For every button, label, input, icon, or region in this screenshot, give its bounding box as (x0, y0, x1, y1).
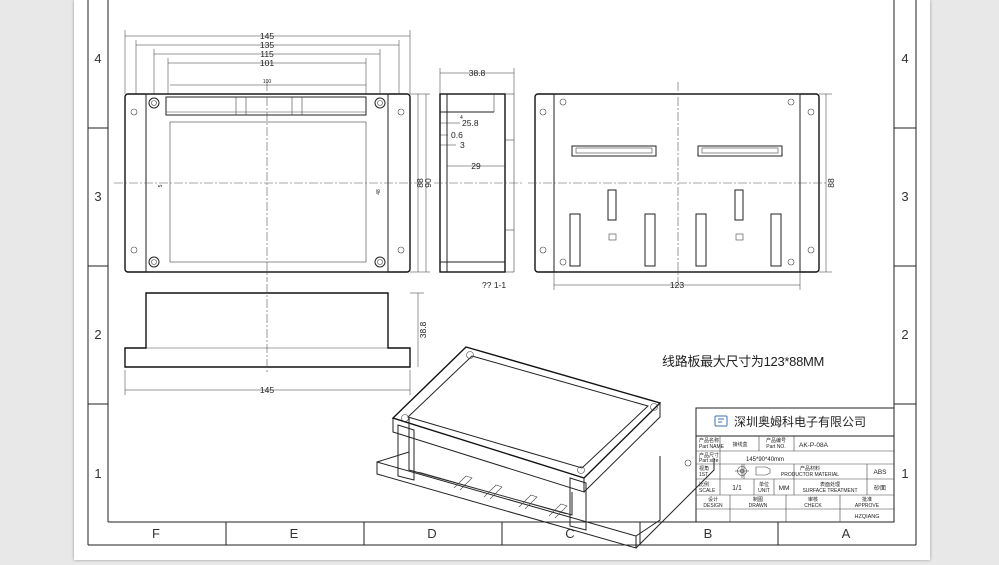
projection-symbol-icon (735, 464, 771, 478)
zone-col-label: E (290, 526, 299, 541)
zone-row-label: 1 (94, 466, 101, 481)
dimension-label: 145 (260, 31, 274, 41)
zone-row-label: 3 (94, 189, 101, 204)
drawing-sheet: 4 3 2 1 4 3 2 1 F E D C B A (74, 0, 930, 560)
drawn-label-en: DRAWN (749, 503, 768, 509)
surface-value: 砂面 (874, 484, 886, 492)
section-label: ?? 1-1 (482, 280, 506, 290)
dimension-label: 29 (471, 161, 481, 171)
zone-col-label: A (842, 526, 851, 541)
approve-label: 批准 (862, 496, 872, 503)
part-no-label: 产品编号 (766, 437, 786, 444)
dimension-label: 88 (415, 178, 425, 188)
dimension-label: 38.8 (418, 321, 428, 338)
part-name-label-en: Part NAME (699, 444, 725, 450)
unit-label-en: UNIT (758, 488, 770, 494)
part-size-label: 产品尺寸 (699, 452, 719, 459)
angle-label: 视角 (699, 465, 709, 472)
dimension-label: 0.6 (451, 130, 463, 140)
zone-row-label: 4 (94, 51, 101, 66)
dimension-label: 90 (423, 178, 433, 188)
dimension-label: 115 (260, 49, 274, 59)
check-label: 审核 (808, 496, 818, 503)
zone-row-label: 4 (901, 51, 908, 66)
bottom-view: 145 38.8 (124, 284, 428, 395)
scale-label: 比例 (699, 481, 709, 488)
back-view: 88 123 (528, 82, 836, 290)
dimension-label: 145 (260, 385, 274, 395)
zone-col-label: F (152, 526, 160, 541)
dimension-label: 25.8 (462, 118, 479, 128)
part-no-label-en: Part NO. (766, 444, 785, 450)
design-label: 设计 (708, 496, 718, 503)
side-view: 38.8 25.8 4 0.6 3 29 ?? 1-1 (434, 68, 524, 290)
zone-row-label: 2 (901, 327, 908, 342)
approve-label-en: APPROVE (855, 503, 880, 509)
scale-value: 1/1 (732, 485, 742, 492)
dimension-label: 88 (826, 178, 836, 188)
zone-col-label: D (427, 526, 436, 541)
part-no-value: AK-P-08A (799, 442, 829, 449)
design-label-en: DESIGN (703, 503, 723, 509)
zone-labels: 4 3 2 1 4 3 2 1 F E D C B A (94, 51, 908, 541)
isometric-view (376, 346, 715, 549)
dimension-label: 38.8 (469, 68, 486, 78)
zone-col-label: B (704, 526, 713, 541)
front-view: 145 135 115 101 100 88 90 48 5 (114, 30, 433, 282)
material-label: 产品材料 (800, 465, 820, 472)
company-name: 深圳奥姆科电子有限公司 (734, 415, 866, 429)
surface-label-en: SURFACE TREATMENT (802, 488, 857, 494)
drawn-label: 制图 (753, 496, 763, 503)
title-block: 深圳奥姆科电子有限公司 产品名称 Part NAME 接线盒 产品编号 Part… (695, 407, 895, 523)
unit-label: 单位 (759, 481, 769, 488)
dimension-label: 101 (260, 58, 274, 68)
dimension-label: 135 (260, 40, 274, 50)
zone-row-label: 3 (901, 189, 908, 204)
material-value: ABS (873, 469, 887, 476)
approver-name: HZQIANG (854, 514, 879, 520)
part-size-label-en: Part size (699, 458, 719, 464)
dimension-label: 48 (376, 189, 382, 195)
dimension-label: 3 (460, 140, 465, 150)
drawing-frame (87, 0, 917, 546)
part-size-value: 145*90*40mm (746, 457, 784, 463)
part-name-label: 产品名称 (699, 437, 719, 444)
scale-label-en: SCALE (699, 488, 716, 494)
zone-row-label: 1 (901, 466, 908, 481)
dimension-label: 100 (263, 79, 272, 85)
dimension-label: 4 (460, 115, 463, 121)
part-name-value: 接线盒 (732, 441, 747, 448)
material-label-en: PRODUCTOR MATERIAL (781, 472, 839, 478)
dimension-label: 123 (670, 280, 684, 290)
company-logo-icon (714, 415, 728, 427)
unit-value: MM (779, 485, 790, 492)
dimension-label: 5 (158, 184, 164, 187)
pcb-size-note: 线路板最大尺寸为123*88MM (662, 354, 824, 369)
angle-label-en: 1ST (699, 472, 708, 478)
technical-drawing: 4 3 2 1 4 3 2 1 F E D C B A (87, 0, 917, 549)
zone-col-label: C (565, 526, 574, 541)
check-label-en: CHECK (804, 503, 822, 509)
zone-row-label: 2 (94, 327, 101, 342)
surface-label: 表面处理 (820, 481, 840, 488)
